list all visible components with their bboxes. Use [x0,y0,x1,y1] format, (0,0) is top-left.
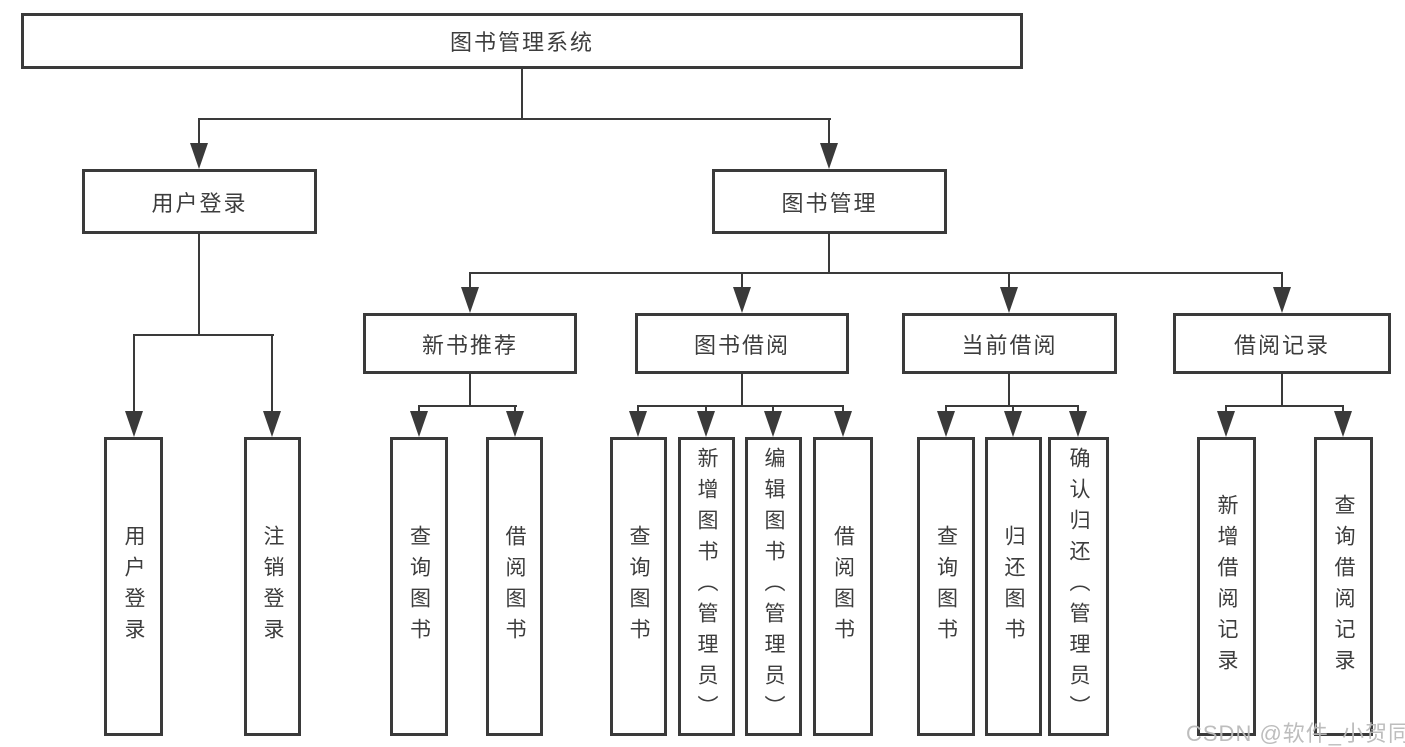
arrowhead-borrow-books-2 [834,411,852,437]
leaf-add-borrow-record: 新增借阅记录 [1197,437,1256,736]
connector-l2-drop-current-borrow [1008,272,1010,289]
leaf-query-books-current-label: 查询图书 [934,524,958,649]
leaf-add-borrow-record-label: 新增借阅记录 [1215,493,1238,680]
connector-drop-query-books-2 [637,405,639,415]
connector-drop-leaf-user-login [133,334,135,413]
connector-drop-confirm-return [1077,405,1079,415]
arrowhead-return-books [1004,411,1022,437]
watermark: CSDN @软件_小贺同学 [1186,721,1405,746]
node-library-system: 图书管理系统 [21,13,1023,69]
node-user-login: 用户登录 [82,169,317,234]
leaf-logout-label: 注销登录 [261,524,284,649]
connector-book-borrow-stem [741,374,743,407]
arrowhead-add-record [1217,411,1235,437]
leaf-query-books-borrow: 查询图书 [610,437,667,736]
connector-l1-drop-user-login [198,118,200,145]
leaf-user-login: 用户登录 [104,437,163,736]
connector-new-book-stem [469,374,471,407]
arrowhead-edit-books [764,411,782,437]
leaf-borrow-books-label: 借阅图书 [831,524,855,649]
arrowhead-borrow-records [1273,287,1291,313]
arrowhead-add-books [697,411,715,437]
leaf-return-books: 归还图书 [985,437,1042,736]
leaf-borrow-books: 借阅图书 [813,437,873,736]
connector-l2-horizontal [469,272,1283,274]
arrowhead-confirm-return [1069,411,1087,437]
connector-new-book-horizontal [418,405,517,407]
arrowhead-book-mgmt [820,143,838,169]
connector-l2-drop-book-borrow [741,272,743,289]
leaf-query-books-recommend-label: 查询图书 [407,524,431,649]
arrowhead-borrow-books-1 [506,411,524,437]
leaf-user-login-label: 用户登录 [122,524,145,649]
arrowhead-query-books-3 [937,411,955,437]
connector-l1-drop-book-mgmt [828,118,830,145]
node-borrow-records-label: 借阅记录 [1233,332,1330,358]
leaf-add-books-admin-label: 新增图书（管理员） [695,447,718,726]
arrowhead-query-books-2 [629,411,647,437]
node-library-system-label: 图书管理系统 [449,30,594,55]
leaf-query-books-borrow-label: 查询图书 [627,524,650,649]
leaf-query-books-current: 查询图书 [917,437,975,736]
leaf-logout: 注销登录 [244,437,301,736]
leaf-query-borrow-record-label: 查询借阅记录 [1332,493,1355,680]
connector-drop-query-books-3 [945,405,947,415]
node-book-management-label: 图书管理 [781,190,878,216]
arrowhead-current-borrow [1000,287,1018,313]
arrowhead-query-books-1 [410,411,428,437]
connector-borrow-records-stem [1281,374,1283,407]
arrowhead-leaf-user-login [125,411,143,437]
leaf-confirm-return-admin-label: 确认归还（管理员） [1067,447,1090,726]
node-new-book-recommend-label: 新书推荐 [421,332,518,358]
leaf-query-books-recommend: 查询图书 [390,437,448,736]
arrowhead-book-borrow [733,287,751,313]
node-new-book-recommend: 新书推荐 [363,313,577,374]
node-book-management: 图书管理 [712,169,947,234]
node-current-borrow: 当前借阅 [902,313,1117,374]
leaf-confirm-return-admin: 确认归还（管理员） [1048,437,1109,736]
arrowhead-leaf-logout [263,411,281,437]
leaf-borrow-books-recommend-label: 借阅图书 [503,524,526,649]
connector-drop-edit-books [772,405,774,415]
leaf-edit-books-admin-label: 编辑图书（管理员） [762,447,785,726]
connector-user-login-stem [198,234,200,336]
node-book-borrow: 图书借阅 [635,313,849,374]
arrowhead-user-login [190,143,208,169]
connector-l2-drop-borrow-records [1281,272,1283,289]
connector-drop-borrow-books-1 [514,405,516,415]
node-current-borrow-label: 当前借阅 [961,332,1058,358]
arrowhead-new-book [461,287,479,313]
connector-drop-return-books [1012,405,1014,415]
connector-l1-horizontal [198,118,831,120]
node-book-borrow-label: 图书借阅 [693,332,790,358]
arrowhead-query-record [1334,411,1352,437]
leaf-query-borrow-record: 查询借阅记录 [1314,437,1373,736]
leaf-borrow-books-recommend: 借阅图书 [486,437,543,736]
connector-drop-add-record [1225,405,1227,415]
connector-drop-query-books-1 [418,405,420,415]
connector-drop-add-books [705,405,707,415]
connector-drop-query-record [1342,405,1344,415]
connector-book-mgmt-stem [828,234,830,274]
connector-borrow-records-horizontal [1225,405,1344,407]
leaf-add-books-admin: 新增图书（管理员） [678,437,735,736]
connector-drop-leaf-logout [271,334,273,413]
node-user-login-label: 用户登录 [151,190,248,216]
connector-user-login-horizontal [133,334,274,336]
node-borrow-records: 借阅记录 [1173,313,1391,374]
leaf-edit-books-admin: 编辑图书（管理员） [745,437,802,736]
connector-l2-drop-new-book [469,272,471,289]
connector-root-stem [521,69,523,120]
connector-drop-borrow-books-2 [842,405,844,415]
connector-book-borrow-horizontal [637,405,844,407]
leaf-return-books-label: 归还图书 [1002,524,1025,649]
connector-current-borrow-stem [1008,374,1010,407]
